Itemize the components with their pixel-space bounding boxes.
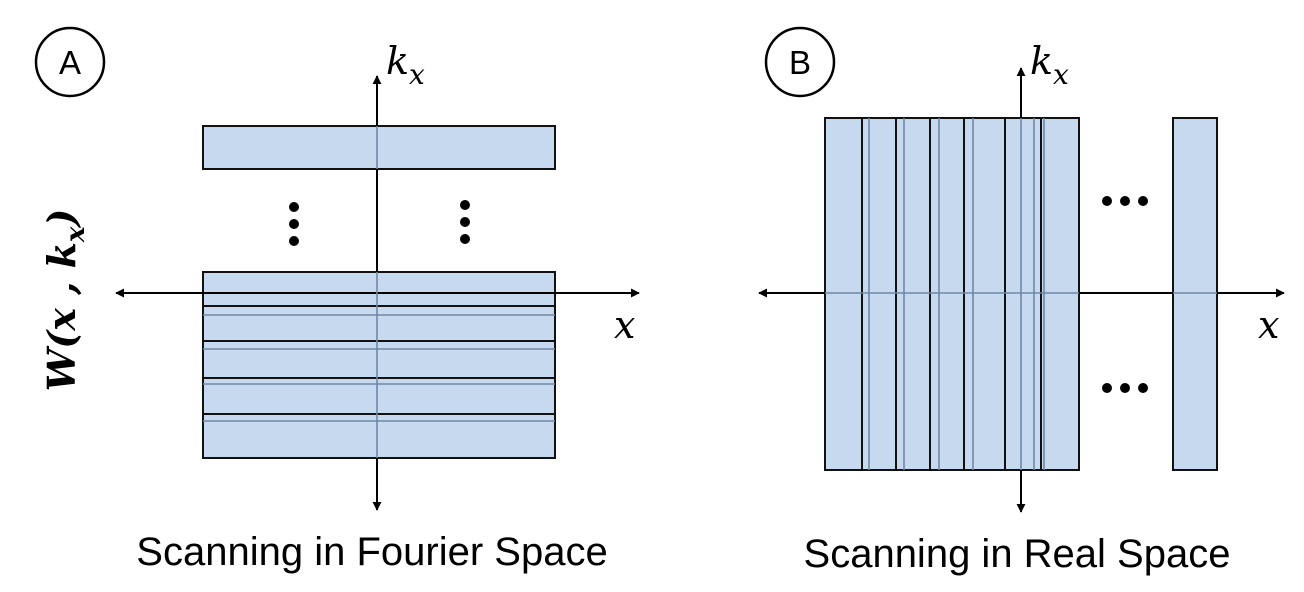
panel-a-badge-label: A	[59, 44, 81, 81]
panel-a: A W(x , kx)	[34, 26, 640, 574]
panel-a-side-label: W(x , kx)	[39, 209, 91, 392]
panel-a-strip-1	[202, 271, 556, 307]
panel-a-badge: A	[34, 26, 106, 98]
panel-a-x-axis-label: x	[614, 303, 635, 347]
panel-a-y-axis-label: kx	[386, 39, 425, 91]
side-label-x: x	[39, 307, 84, 332]
panel-b-strip-7	[1040, 117, 1080, 471]
side-label-k: k	[39, 242, 84, 268]
panel-b-strip-3	[895, 117, 931, 471]
panel-b-badge: B	[764, 26, 836, 98]
panel-a-vertical-ellipsis-right	[460, 200, 470, 244]
panel-a-strip-2	[202, 305, 556, 342]
side-label-comma: ,	[39, 268, 84, 308]
side-label-k-sub: x	[61, 226, 91, 243]
svg-text:W(x , kx): W(x , kx)	[39, 209, 91, 392]
panel-b-y-axis-label: kx	[1030, 39, 1069, 91]
panel-a-top-strip	[202, 125, 556, 170]
panel-b-strip-6	[1004, 117, 1042, 471]
panel-b-caption: Scanning in Real Space	[804, 532, 1231, 576]
panel-a-strip-3	[202, 340, 556, 379]
side-label-prefix: W(	[39, 329, 84, 392]
panel-b-strip-stack	[824, 117, 1080, 471]
panel-b-x-axis-label: x	[1258, 303, 1279, 347]
panel-b-badge-label: B	[789, 44, 811, 81]
panel-b-far-strip	[1172, 117, 1218, 471]
panel-b-horizontal-ellipsis-top	[1102, 196, 1148, 206]
panel-b-strip-1	[824, 117, 863, 471]
panel-b-horizontal-ellipsis-bottom	[1102, 383, 1148, 393]
panel-a-caption: Scanning in Fourier Space	[136, 530, 607, 574]
panel-b-strip-5	[963, 117, 1006, 471]
panel-b: B	[758, 26, 1285, 576]
panel-b-strip-2	[861, 117, 897, 471]
side-label-suffix: )	[39, 209, 84, 229]
panel-a-vertical-ellipsis-left	[289, 202, 299, 246]
panel-b-strip-4	[929, 117, 965, 471]
panel-a-strip-stack	[202, 271, 556, 459]
